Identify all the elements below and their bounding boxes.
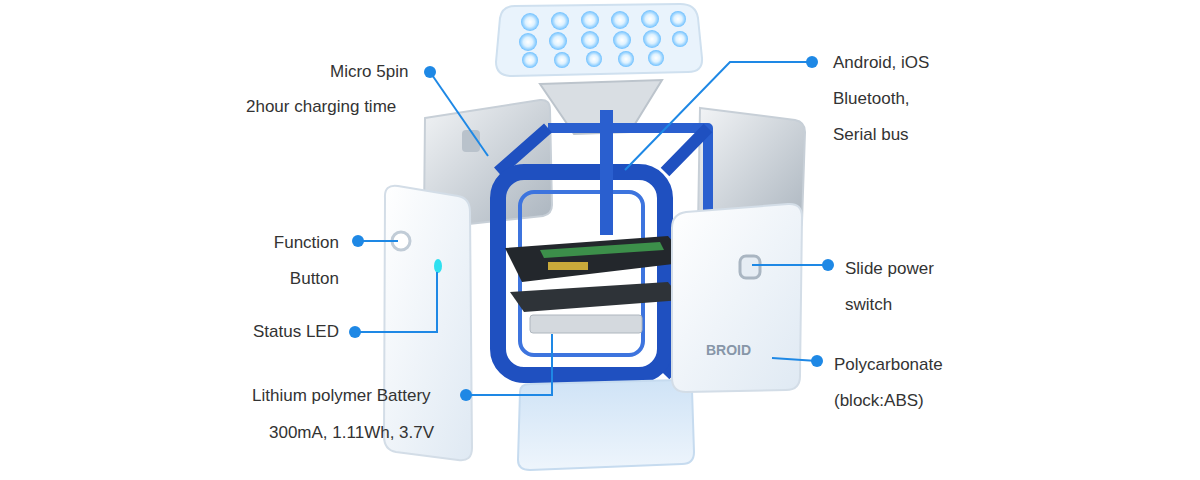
callout-label: Slide power switch [845,251,950,323]
callout-label: Function Button [249,225,339,297]
circuit-board [505,236,690,312]
bottom-panel [518,380,694,470]
callout-note: 300mA, 1.11Wh, 3.7V [269,415,434,451]
callout-label: Android, iOS Bluetooth, Serial bus [833,45,953,153]
callout-note: 2hour charging time [246,89,396,125]
callout-label: Lithium polymer Battery [252,378,431,414]
slide-switch [740,256,760,278]
callout-label: Micro 5pin [330,54,408,90]
logo-watermark: BROID [706,340,751,360]
callout-label: Status LED [209,314,339,350]
battery [530,315,642,333]
right-front-panel [672,204,802,392]
led-panel [496,4,702,76]
led-matrix [519,10,688,68]
status-led [434,259,442,273]
left-front-panel [384,186,472,461]
callout-label: Polycarbonate (block:ABS) [834,347,966,419]
leader-dots [349,56,834,401]
leader-lines [355,62,828,395]
